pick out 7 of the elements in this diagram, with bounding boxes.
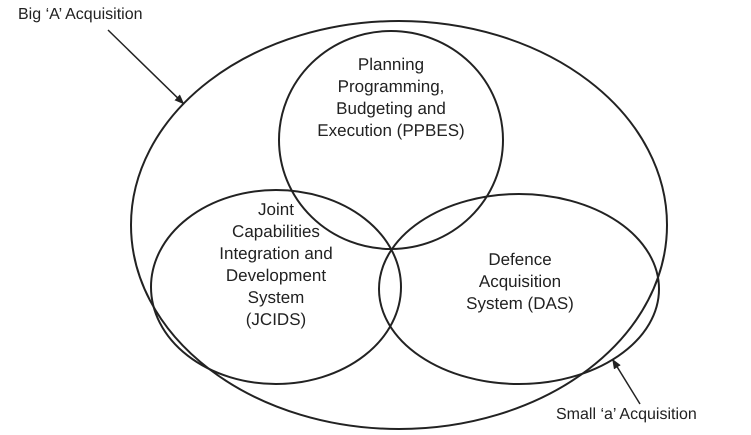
callout-text: Small ‘a’ Acquisition: [556, 406, 746, 428]
leader-arrow: [107, 29, 184, 104]
leader-arrow: [612, 358, 641, 404]
circle-label: Joint Capabilities Integration and Development System (JCIDS): [218, 199, 334, 331]
circle-label: Planning Programming, Budgeting and Execution (PPBES): [316, 54, 466, 142]
circle-label: Defence Acquisition System (DAS): [465, 249, 575, 315]
callout-text: Big ‘A’ Acquisition: [18, 6, 188, 28]
